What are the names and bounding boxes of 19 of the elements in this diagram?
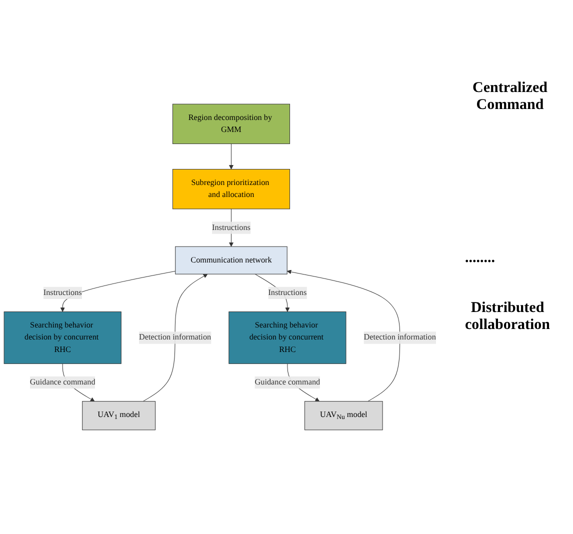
node-box: UAV$_{1}$ model [82,401,156,430]
node-box: Communication network [175,246,288,274]
node-box: Searching behavior decision by concurrent RHC [228,312,346,364]
edge-label: Detection information [364,333,436,342]
node-box: UAV$_{Nu}$ model [304,401,383,430]
arrow [142,274,208,402]
edge-label: Detection information [138,333,212,342]
section-heading: Distributed collaboration [464,300,551,334]
edge-label: Instructions [212,223,250,232]
node-box: Subregion prioritization and allocation [172,168,290,210]
edge-label: Guidance command [30,378,96,387]
edge-label: Instructions [43,288,82,297]
node-box: Searching behavior decision by concurrent RHC [4,312,122,364]
edge-label: Guidance command [254,378,320,387]
edge-label: Instructions [268,288,307,297]
ellipsis-text: ........ [464,250,496,267]
section-heading: Centralized Command [472,80,548,114]
node-box: Region decomposition by GMM [172,104,290,144]
arrow [229,144,234,170]
